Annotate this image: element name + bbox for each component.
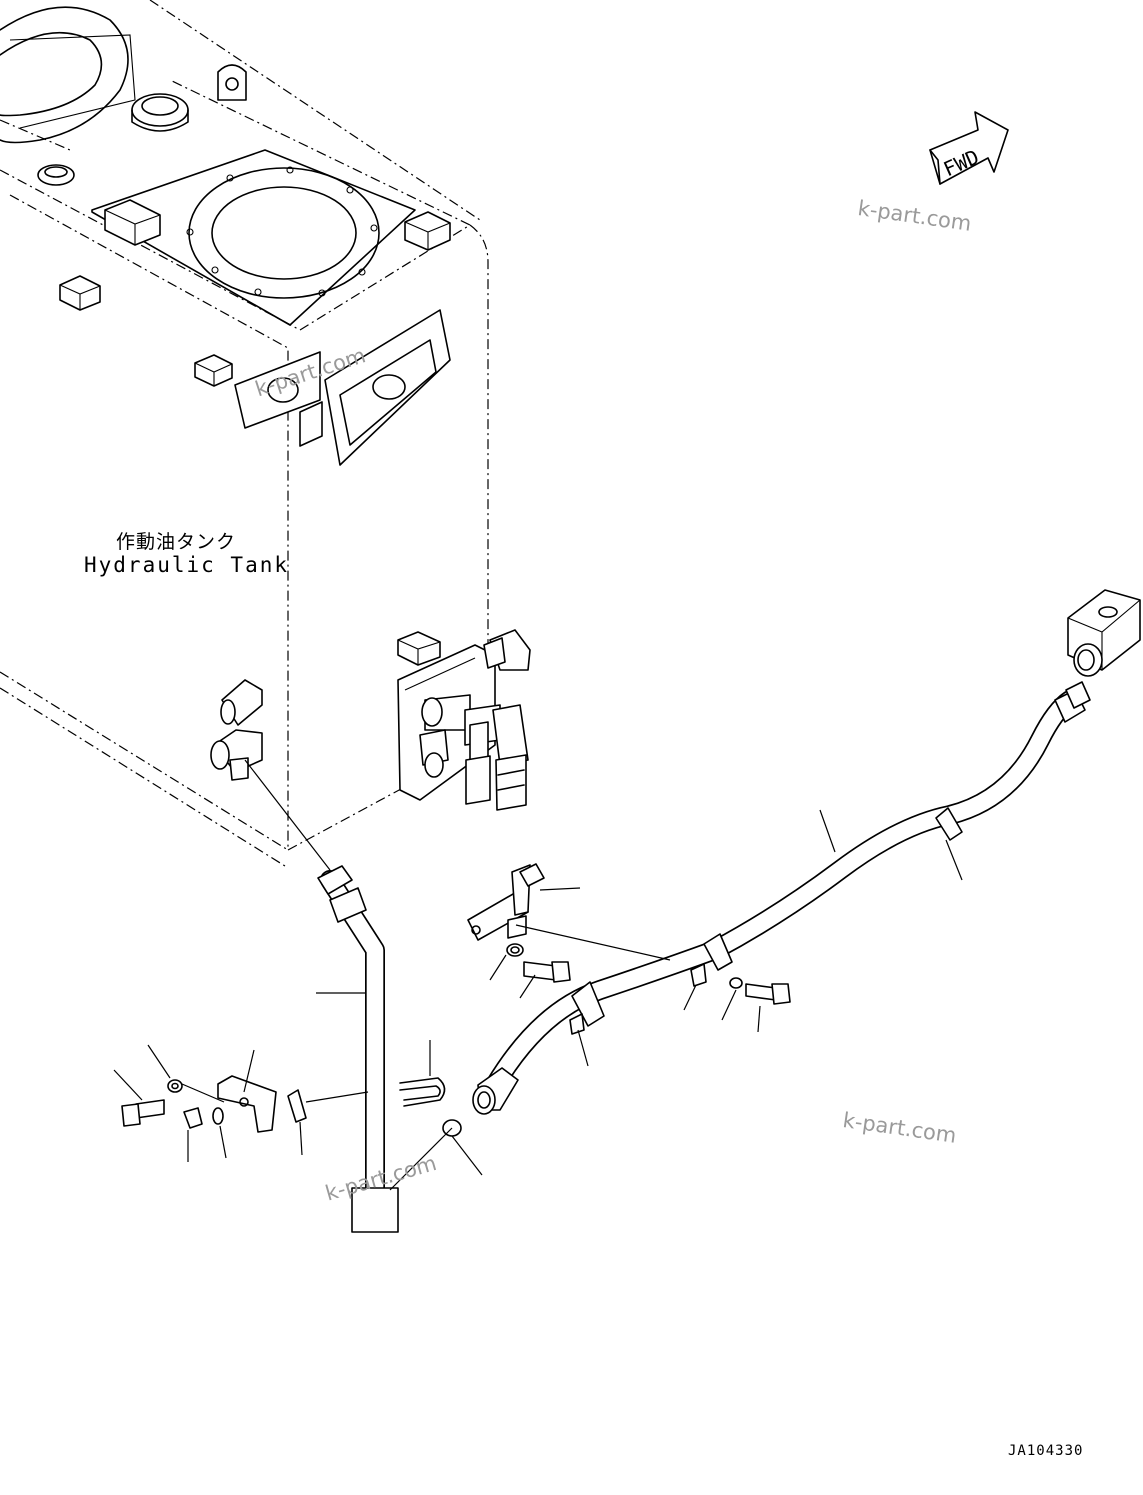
right-fitting-block (1067, 589, 1141, 677)
long-hose (472, 681, 1091, 1115)
tank-label-english: Hydraulic Tank (84, 553, 290, 577)
side-valve-block (397, 629, 531, 811)
tank-label-japanese: 作動油タンク (116, 531, 237, 553)
tank-boss (37, 164, 75, 186)
lifting-eye (217, 64, 247, 101)
breather-cap (131, 93, 189, 132)
side-flange-upper (234, 309, 451, 466)
drain-pipe (317, 865, 399, 1233)
drawing-number: JA104330 (1008, 1443, 1084, 1459)
leader-lines (113, 759, 963, 1191)
tank-top-plate (91, 149, 416, 326)
forward-arrow-icon: FWD (929, 111, 1009, 185)
tank-elbow-fittings (210, 679, 263, 781)
tank-blocks (59, 199, 451, 666)
hardware (121, 863, 791, 1137)
hydraulic-tank (0, 0, 531, 867)
